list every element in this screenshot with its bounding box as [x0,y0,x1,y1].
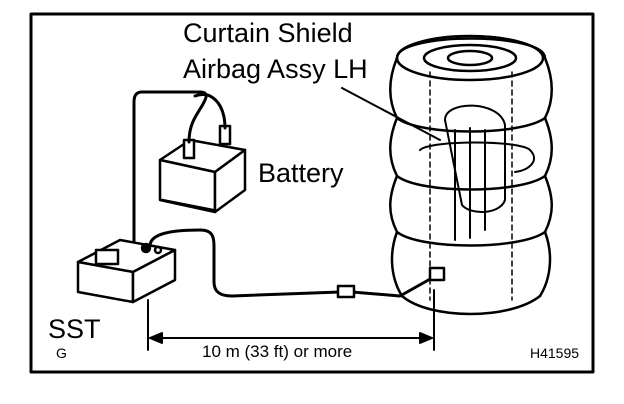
sst-code-label: G [56,345,67,361]
airbag-label-line1: Curtain Shield [183,18,353,48]
battery-icon [158,124,247,214]
airbag-label-line2: Airbag Assy LH [183,54,368,84]
distance-dimension [147,289,435,351]
distance-label: 10 m (33 ft) or more [198,343,357,360]
figure-code: H41595 [530,345,580,361]
connector-icon [336,266,446,299]
sst-device-icon [76,238,177,304]
battery-label: Battery [258,158,344,188]
battery-cables [132,90,227,247]
figure-frame [29,12,595,374]
tire-stack-icon [389,34,553,316]
sst-label: SST [48,314,101,344]
connector-cable [148,228,434,298]
airbag-leader-line [341,87,441,141]
